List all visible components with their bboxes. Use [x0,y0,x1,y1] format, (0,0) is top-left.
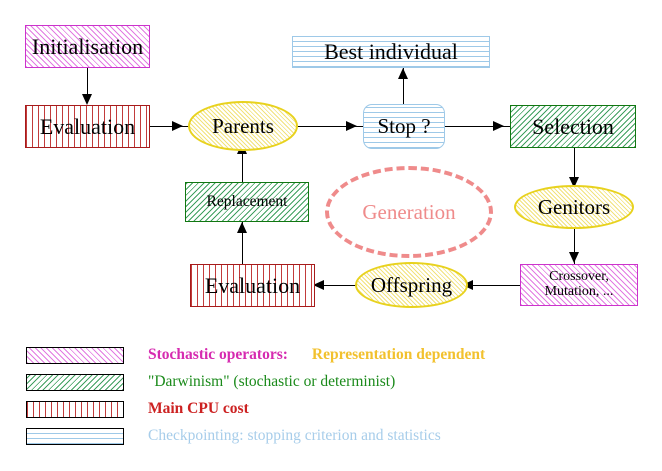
connector-genitors-to-crossover [574,229,576,264]
blue-horizontal-hatch-swatch-icon [26,427,124,445]
legend-row-cpu-cost: Main CPU cost [26,398,249,420]
arrowhead-genitors-to-crossover [569,252,579,263]
node-best-individual-label: Best individual [324,39,458,65]
connector-parents-to-stop [297,126,363,128]
arrowhead-selection-to-genitors [569,177,579,188]
node-generation: Generation [325,166,493,258]
connector-crossover-to-offspring [462,285,520,287]
arrowhead-parents-to-stop [346,121,357,131]
arrowhead-evaluation-to-parents [172,121,183,131]
connector-selection-to-genitors [574,148,576,185]
node-stop-label: Stop ? [377,114,431,139]
green-diagonal-hatch-swatch-icon [26,373,124,391]
node-replacement-label: Replacement [206,192,288,210]
connector-evaluation-to-parents [150,126,188,128]
arrowhead-stop-to-best-individual [398,68,408,79]
connector-replacement-to-parents [242,143,244,182]
node-evaluation-bottom-label: Evaluation [204,272,301,298]
node-stop[interactable]: Stop ? [363,104,445,149]
magenta-diagonal-hatch-swatch-icon [26,346,124,364]
red-vertical-hatch-swatch-icon [26,400,124,418]
connector-stop-to-best-individual [403,68,405,110]
node-initialisation[interactable]: Initialisation [25,25,150,68]
arrowhead-offspring-to-evaluation [313,280,324,290]
node-selection[interactable]: Selection [510,105,636,148]
connector-offspring-to-evaluation [313,285,368,287]
connector-stop-to-selection [445,126,510,128]
legend-label-checkpointing: Checkpointing: stopping criterion and st… [148,427,441,444]
node-offspring[interactable]: Offspring [355,262,468,308]
node-offspring-label: Offspring [370,272,453,297]
node-crossover-mutation[interactable]: Crossover, Mutation, ... [520,264,638,306]
arrowhead-initialisation-to-evaluation [82,94,92,105]
legend-row-checkpointing: Checkpointing: stopping criterion and st… [26,425,441,447]
arrowhead-stop-to-selection [493,121,504,131]
connector-initialisation-to-evaluation [87,68,89,96]
node-evaluation-bottom[interactable]: Evaluation [190,264,315,307]
node-generation-label: Generation [362,199,456,224]
node-evaluation-top[interactable]: Evaluation [25,105,150,148]
node-selection-label: Selection [532,113,614,139]
node-genitors[interactable]: Genitors [514,185,634,229]
node-genitors-label: Genitors [537,194,611,219]
node-parents[interactable]: Parents [188,101,298,151]
node-evaluation-top-label: Evaluation [39,113,136,139]
legend-label-main-cpu-cost: Main CPU cost [148,400,249,417]
legend-label-representation-dependent: Representation dependent [311,346,486,363]
legend-row-darwinism: "Darwinism" (stochastic or determinist) [26,371,395,393]
node-best-individual[interactable]: Best individual [292,36,490,68]
legend-label-stochastic-operators: Stochastic operators: [148,346,288,363]
node-replacement[interactable]: Replacement [185,182,309,222]
arrowhead-evaluation-to-replacement [237,222,247,233]
node-parents-label: Parents [212,113,274,138]
legend-label-darwinism: "Darwinism" (stochastic or determinist) [148,373,396,390]
node-initialisation-label: Initialisation [31,33,144,59]
node-crossover-mutation-label: Crossover, Mutation, ... [544,269,614,299]
legend-row-stochastic: Stochastic operators: Representation dep… [26,344,485,366]
connector-evaluation-to-replacement [242,222,244,266]
